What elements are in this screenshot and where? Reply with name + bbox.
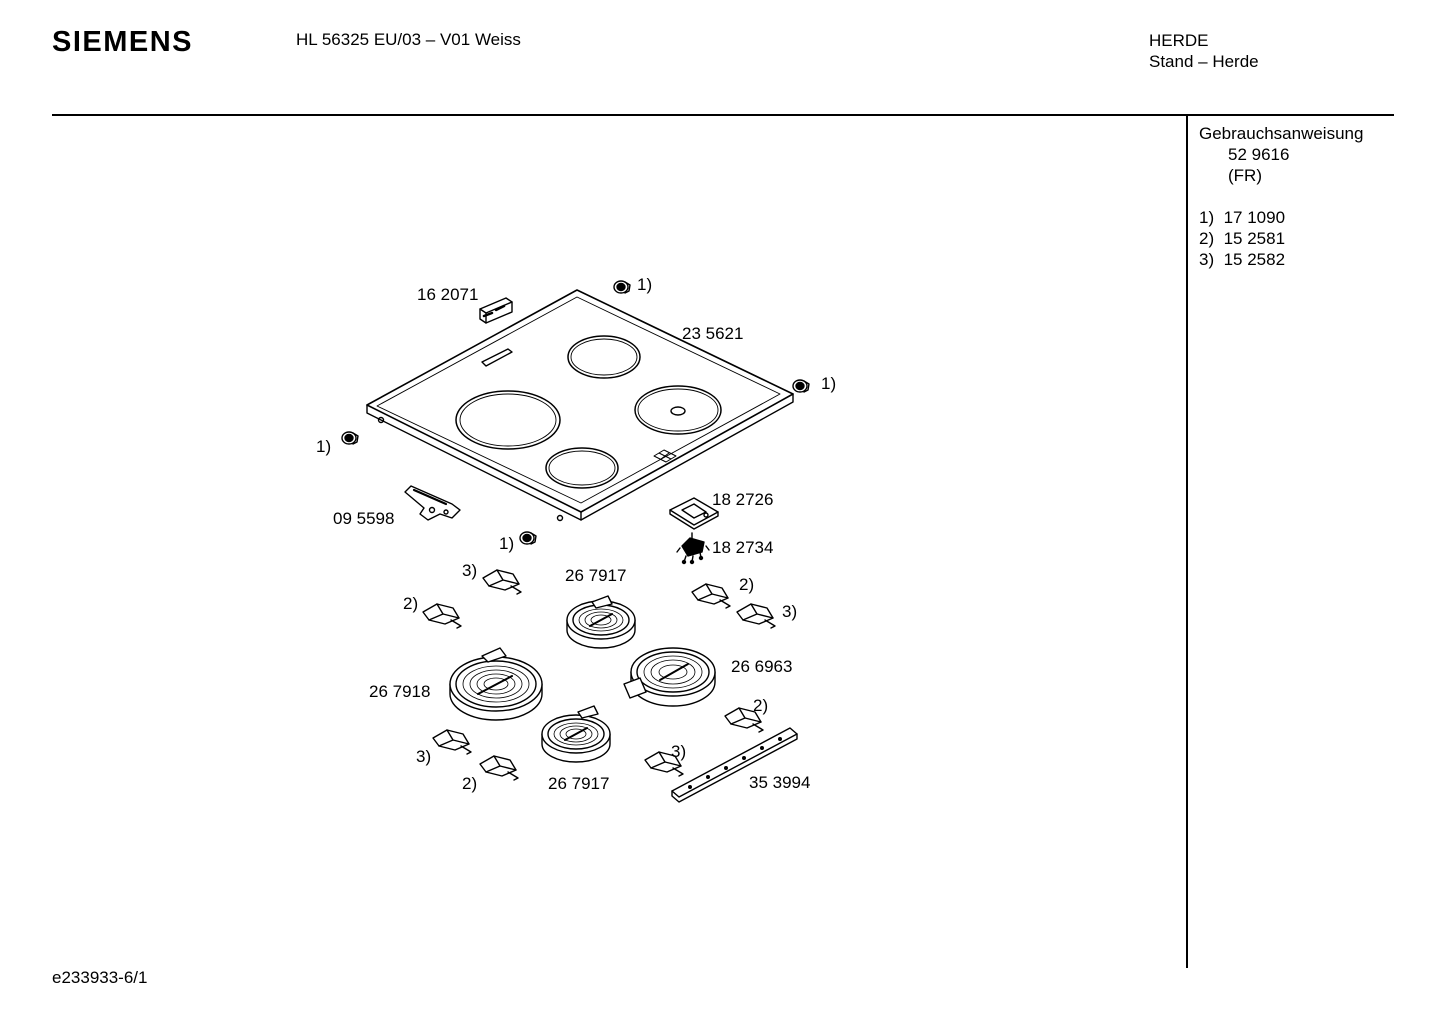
exploded-parts-diagram: 1) 16 2071 23 5621 1) 1) 09 5598 1) 18 2… bbox=[316, 275, 836, 803]
label-clip-d: 3) bbox=[782, 602, 797, 621]
label-hob-top: 23 5621 bbox=[682, 324, 743, 343]
category-block: HERDE Stand – Herde bbox=[1149, 30, 1259, 72]
knob-right bbox=[792, 379, 810, 393]
label-clip-g: 3) bbox=[671, 742, 686, 761]
sidebar-divider bbox=[1186, 116, 1188, 968]
category: HERDE bbox=[1149, 31, 1209, 50]
mounting-strip bbox=[671, 727, 798, 803]
heater-element-bottom bbox=[541, 705, 611, 763]
footnote-2: 2) 15 2581 bbox=[1199, 229, 1286, 248]
knob-top bbox=[613, 280, 631, 294]
label-clip-a: 3) bbox=[462, 561, 477, 580]
clip-b bbox=[422, 603, 462, 629]
label-clip-f: 3) bbox=[416, 747, 431, 766]
label-heater-top: 26 7917 bbox=[565, 566, 626, 585]
document-code: e233933-6/1 bbox=[52, 968, 148, 987]
manual-lang: (FR) bbox=[1228, 166, 1262, 185]
label-bracket: 09 5598 bbox=[333, 509, 394, 528]
label-cover-part: 16 2071 bbox=[417, 285, 478, 304]
knob-left bbox=[341, 431, 359, 445]
subcategory: Stand – Herde bbox=[1149, 52, 1259, 71]
knob-bottom bbox=[519, 531, 537, 545]
heater-element-top bbox=[566, 595, 636, 649]
label-connector: 18 2734 bbox=[712, 538, 773, 557]
label-knob-right: 1) bbox=[821, 374, 836, 393]
footnote-3: 3) 15 2582 bbox=[1199, 250, 1286, 269]
label-control-plate: 18 2726 bbox=[712, 490, 773, 509]
label-heater-right: 26 6963 bbox=[731, 657, 792, 676]
label-clip-e: 2) bbox=[753, 696, 768, 715]
label-heater-large: 26 7918 bbox=[369, 682, 430, 701]
model-title: HL 56325 EU/03 – V01 Weiss bbox=[296, 30, 521, 49]
clip-d bbox=[736, 603, 776, 629]
heater-element-right bbox=[623, 647, 716, 707]
hob-top-panel bbox=[366, 289, 794, 522]
header-divider bbox=[52, 114, 1394, 116]
manual-number: 52 9616 bbox=[1228, 145, 1290, 164]
connector-block bbox=[676, 532, 710, 565]
label-knob-bottom: 1) bbox=[499, 534, 514, 553]
clip-f bbox=[432, 729, 472, 755]
sidebar: Gebrauchsanweisung 52 9616 (FR) 1) 17 10… bbox=[1199, 123, 1363, 270]
brand-logo: SIEMENS bbox=[52, 26, 194, 58]
mounting-bracket bbox=[404, 485, 461, 521]
clip-h bbox=[479, 755, 519, 781]
clip-a bbox=[482, 569, 522, 595]
label-knob-left: 1) bbox=[316, 437, 331, 456]
control-plate bbox=[669, 497, 719, 530]
label-clip-c: 2) bbox=[739, 575, 754, 594]
footnote-1: 1) 17 1090 bbox=[1199, 208, 1286, 227]
label-knob-top: 1) bbox=[637, 275, 652, 294]
label-mounting-strip: 35 3994 bbox=[749, 773, 810, 792]
label-heater-bottom: 26 7917 bbox=[548, 774, 609, 793]
manual-label: Gebrauchsanweisung bbox=[1199, 124, 1364, 143]
heater-element-large bbox=[449, 647, 543, 721]
cover-part bbox=[479, 297, 513, 324]
label-clip-h: 2) bbox=[462, 774, 477, 793]
label-clip-b: 2) bbox=[403, 594, 418, 613]
clip-c bbox=[691, 583, 731, 609]
